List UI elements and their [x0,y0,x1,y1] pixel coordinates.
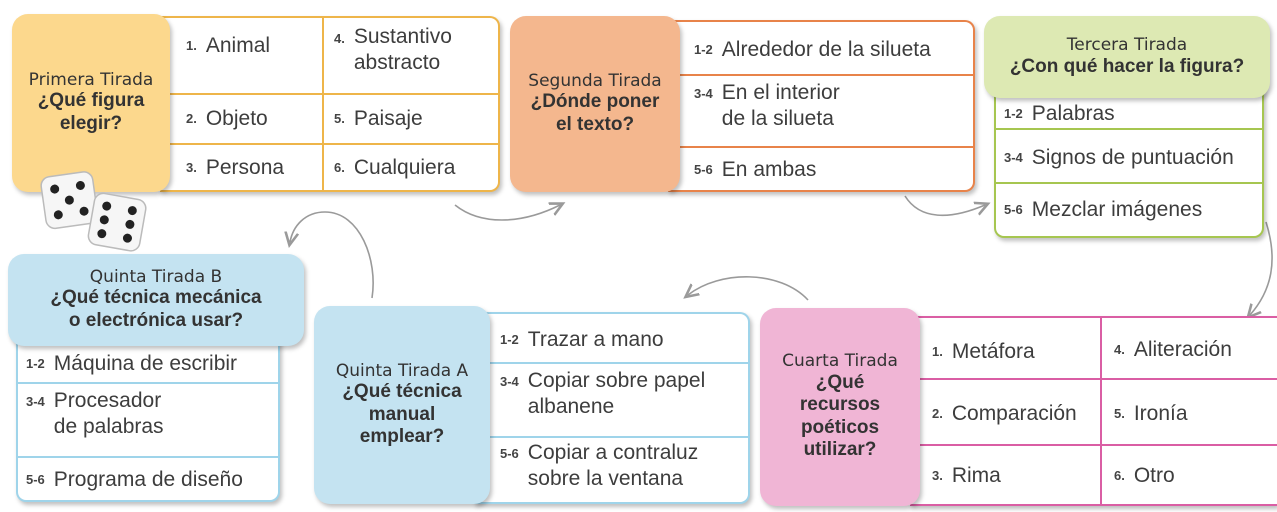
primera-title: Primera Tirada [28,69,154,90]
arrow-tercera-to-cuarta [1250,221,1273,315]
option-item: 5.Ironía [1114,401,1188,425]
tercera-title: Tercera Tirada [1066,35,1188,56]
cuarta-tirada-header: Cuarta Tirada ¿Qué recursos poéticos uti… [760,308,920,506]
option-item: 4.Aliteración [1114,337,1232,361]
primera-options-panel: 1.Animal 4.Sustantivo abstracto 2.Objeto… [160,16,500,192]
option-item: 5.Paisaje [334,106,423,130]
option-item: 1.Animal [186,33,271,57]
quinta-a-tirada-header: Quinta Tirada A ¿Qué técnica manual empl… [314,306,490,504]
option-item: 3.Persona [186,155,285,179]
tercera-question: ¿Con qué hacer la figura? [1009,55,1245,77]
option-item: 3.Rima [932,463,1001,487]
option-item: 2.Objeto [186,106,268,130]
segunda-title: Segunda Tirada [528,70,662,91]
arrow-primera-to-segunda [454,205,560,221]
quinta-b-title: Quinta Tirada B [89,266,223,287]
cuarta-title: Cuarta Tirada [782,351,898,372]
option-item: 2.Comparación [932,401,1077,425]
quinta-b-question: ¿Qué técnica mecánica o electrónica usar… [50,287,262,331]
arrow-segunda-to-tercera [904,195,985,217]
quinta-a-question: ¿Qué técnica manual emplear? [342,381,462,447]
arrow-quinta-a-to-quinta-b [290,211,374,299]
segunda-question: ¿Dónde poner el texto? [530,91,660,135]
arrow-cuarta-to-quinta-a [688,276,809,301]
cuarta-question: ¿Qué recursos poéticos utilizar? [799,371,881,461]
option-item: 6.Otro [1114,463,1175,487]
quinta-b-tirada-header: Quinta Tirada B ¿Qué técnica mecánica o … [8,254,304,346]
tercera-tirada-header: Tercera Tirada ¿Con qué hacer la figura? [984,16,1270,98]
quinta-a-title: Quinta Tirada A [335,360,469,381]
primera-question: ¿Qué figura elegir? [37,90,145,134]
cuarta-options-panel: 1.Metáfora 4.Aliteración 2.Comparación 5… [910,316,1277,506]
option-item: 1.Metáfora [932,339,1035,363]
option-item: 6.Cualquiera [334,155,456,179]
segunda-tirada-header: Segunda Tirada ¿Dónde poner el texto? [510,16,680,192]
primera-tirada-header: Primera Tirada ¿Qué figura elegir? [12,14,170,192]
option-item: 4.Sustantivo abstracto [334,25,452,75]
